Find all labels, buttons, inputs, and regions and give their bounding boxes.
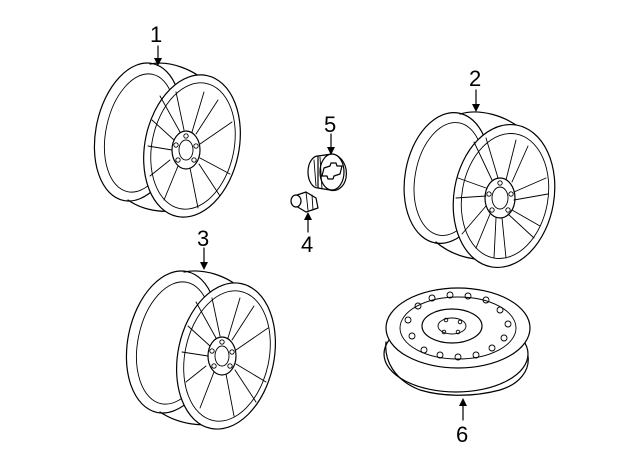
wheel-1[interactable] [82,55,253,226]
callout-4: 4 [301,232,313,257]
callout-3: 3 [197,226,209,251]
wheel-2[interactable] [394,106,566,276]
spare-wheel[interactable] [383,287,531,396]
leader-lines [154,45,480,421]
callout-6: 6 [456,422,468,447]
wheel-3[interactable] [114,262,288,438]
lug-nut[interactable] [290,191,319,213]
center-cap[interactable] [307,153,347,192]
callout-5: 5 [324,112,336,137]
callout-1: 1 [150,22,162,47]
callout-2: 2 [469,66,481,91]
